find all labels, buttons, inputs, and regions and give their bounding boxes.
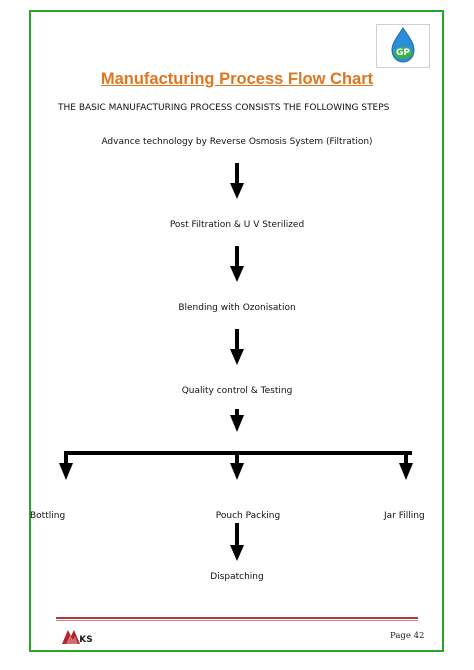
- arrow-down-icon: [230, 523, 244, 561]
- page-number: Page 42: [390, 631, 425, 641]
- intro-text: THE BASIC MANUFACTURING PROCESS CONSISTS…: [58, 103, 390, 113]
- step-ro-filtration: Advance technology by Reverse Osmosis Sy…: [101, 137, 373, 147]
- footer-rule: [56, 617, 418, 619]
- step-quality-control: Quality control & Testing: [181, 386, 293, 396]
- arrow-down-icon: [230, 163, 244, 199]
- footer-company-logo: KS: [62, 630, 93, 645]
- branch-pouch-packing: Pouch Packing: [215, 511, 281, 521]
- water-drop-logo-icon: GP: [391, 27, 415, 63]
- step-dispatching: Dispatching: [210, 572, 264, 582]
- arrow-down-icon: [230, 409, 244, 432]
- branch-bottling: Bottling: [30, 511, 66, 521]
- step-uv-sterilized: Post Filtration & U V Sterilized: [169, 220, 305, 230]
- arrow-down-icon: [230, 246, 244, 282]
- footer-rule-thin: [56, 620, 418, 621]
- page-border: [29, 10, 444, 652]
- step-ozonisation: Blending with Ozonisation: [178, 303, 296, 313]
- branch-connector: [59, 451, 413, 480]
- arrow-down-icon: [230, 329, 244, 365]
- footer-logo-text: KS: [79, 635, 92, 645]
- branch-jar-filling: Jar Filling: [384, 511, 425, 521]
- company-logo: GP: [376, 24, 430, 68]
- page-title: Manufacturing Process Flow Chart: [100, 70, 374, 88]
- logo-text: GP: [396, 48, 410, 58]
